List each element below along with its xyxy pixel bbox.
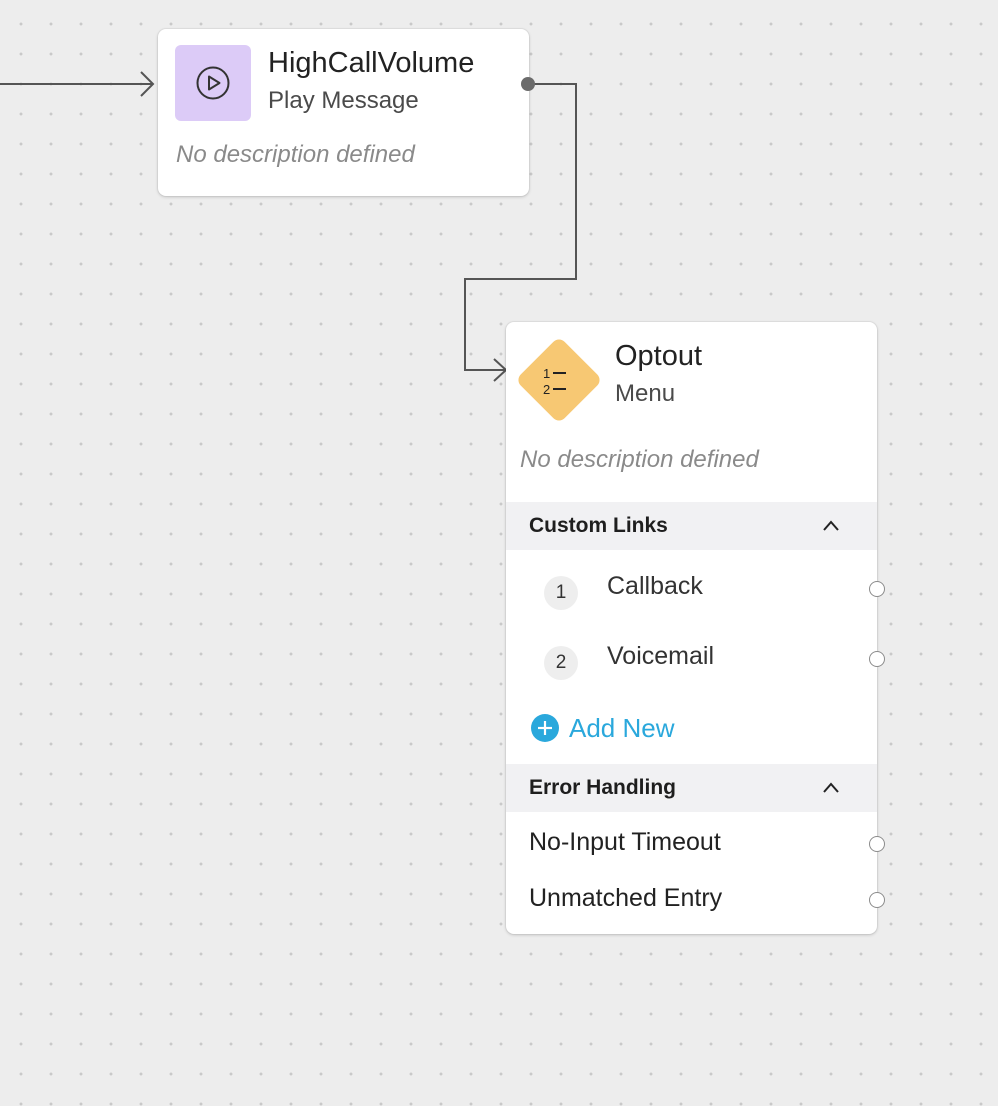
error-handling-row[interactable]: Unmatched Entry	[506, 884, 885, 918]
play-circle-icon	[196, 66, 230, 100]
unmatched-entry-output-port[interactable]	[869, 892, 885, 908]
chevron-up-icon[interactable]	[821, 516, 841, 536]
node-description: No description defined	[520, 446, 759, 473]
node-title: Optout	[615, 340, 703, 372]
error-label: No-Input Timeout	[529, 828, 721, 856]
node-type-label: Menu	[615, 380, 676, 407]
play-output-port[interactable]	[521, 77, 535, 91]
chevron-up-icon[interactable]	[821, 778, 841, 798]
plus-circle-icon	[531, 714, 559, 742]
play-to-menu-connector-line	[464, 83, 577, 371]
menu-node[interactable]: 1 2 Optout Menu No description defined C…	[506, 322, 885, 934]
callback-output-port[interactable]	[869, 581, 885, 597]
numbered-list-icon: 1 2	[543, 366, 566, 397]
link-number-badge: 2	[544, 646, 578, 680]
link-label: Voicemail	[607, 642, 714, 670]
node-description: No description defined	[176, 141, 415, 168]
custom-link-row[interactable]: 1 Callback	[506, 572, 885, 612]
custom-link-row[interactable]: 2 Voicemail	[506, 642, 885, 682]
voicemail-output-port[interactable]	[869, 651, 885, 667]
error-label: Unmatched Entry	[529, 884, 723, 912]
play-message-icon-box	[175, 45, 251, 121]
svg-text:2: 2	[543, 382, 550, 397]
incoming-arrowhead	[140, 71, 155, 97]
node-title: HighCallVolume	[268, 47, 475, 79]
play-message-node[interactable]: HighCallVolume Play Message No descripti…	[158, 29, 529, 196]
link-number-badge: 1	[544, 576, 578, 610]
custom-links-title: Custom Links	[529, 514, 668, 537]
error-handling-title: Error Handling	[529, 776, 677, 799]
error-handling-section-header[interactable]: Error Handling	[506, 764, 877, 812]
no-input-timeout-output-port[interactable]	[869, 836, 885, 852]
node-type-label: Play Message	[268, 87, 419, 114]
error-handling-row[interactable]: No-Input Timeout	[506, 828, 885, 862]
add-new-label: Add New	[569, 712, 675, 743]
custom-links-section-header[interactable]: Custom Links	[506, 502, 877, 550]
link-label: Callback	[607, 572, 703, 600]
svg-text:1: 1	[543, 366, 550, 381]
add-new-link-button[interactable]: Add New	[530, 712, 675, 744]
